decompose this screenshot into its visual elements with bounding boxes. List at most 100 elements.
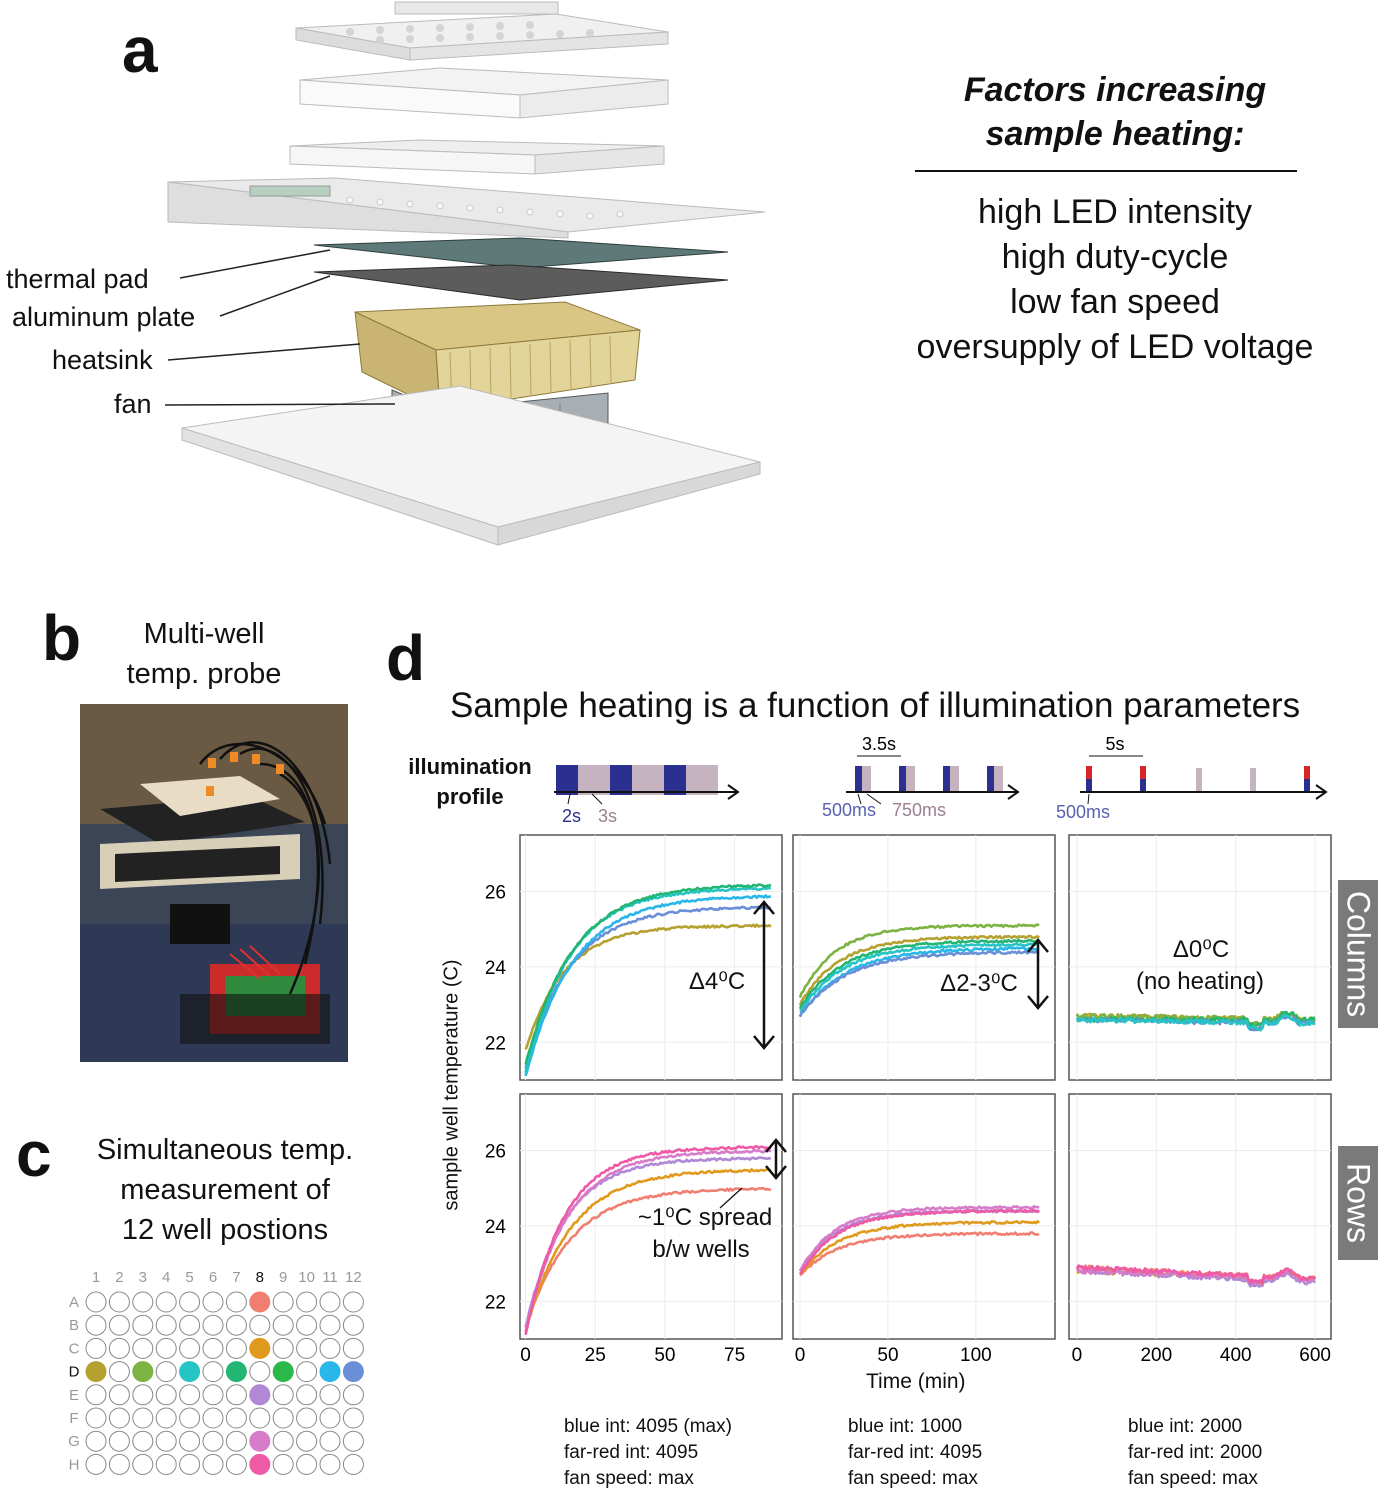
series-line xyxy=(524,1187,772,1328)
x-tick-label: 100 xyxy=(960,1345,992,1366)
series-line xyxy=(799,1220,1041,1276)
plate-well xyxy=(155,1337,177,1359)
plate-well xyxy=(225,1314,247,1336)
profile-label: illumination profile xyxy=(400,752,540,812)
plate-row-label: A xyxy=(69,1294,79,1311)
annotation-delta-2-3: Δ2-3⁰C xyxy=(940,970,1018,997)
param-line: fan speed: max xyxy=(564,1468,694,1489)
series-line xyxy=(524,894,772,1077)
pulse-blue xyxy=(1304,779,1310,792)
pulse-on xyxy=(855,766,862,792)
plate-well xyxy=(85,1430,107,1452)
plate-well-measured xyxy=(249,1291,271,1313)
plate-well xyxy=(225,1384,247,1406)
facet-strip-columns: Columns xyxy=(1338,880,1378,1028)
profile-1-label-off: 3s xyxy=(598,806,617,826)
plate-well xyxy=(202,1337,224,1359)
plate-well xyxy=(179,1337,201,1359)
plate-column-label: 6 xyxy=(209,1269,217,1286)
plate-well xyxy=(296,1453,318,1475)
series-line xyxy=(798,934,1041,1006)
profile-label-line1: illumination xyxy=(408,754,532,779)
annotation-spread: ~1⁰C spread xyxy=(637,1204,773,1231)
profile-label-line2: profile xyxy=(436,784,504,809)
plate-well xyxy=(342,1314,364,1336)
param-line: far-red int: 4095 xyxy=(564,1442,699,1463)
plate-well xyxy=(225,1291,247,1313)
param-line: blue int: 1000 xyxy=(848,1416,963,1437)
y-tick-label: 26 xyxy=(485,1142,506,1163)
plate-well xyxy=(225,1453,247,1475)
facet-strip-rows-label: Rows xyxy=(1340,1162,1377,1244)
plate-well xyxy=(155,1314,177,1336)
plate-well xyxy=(155,1453,177,1475)
params-profile-2: blue int: 1000 far-red int: 4095 fan spe… xyxy=(848,1414,982,1492)
plate-well xyxy=(108,1337,130,1359)
plate-well xyxy=(108,1453,130,1475)
plate-well xyxy=(85,1384,107,1406)
pulse-on xyxy=(943,766,950,792)
factor-item: oversupply of LED voltage xyxy=(916,328,1314,366)
plate-well xyxy=(155,1361,177,1383)
factor-item: low fan speed xyxy=(1010,283,1220,321)
plate-column-label: 2 xyxy=(115,1269,123,1286)
plate-well xyxy=(319,1453,341,1475)
chart-panel xyxy=(792,834,1056,1081)
series-line xyxy=(798,1205,1040,1272)
plate-well-measured xyxy=(272,1361,294,1383)
plate-well xyxy=(108,1430,130,1452)
plate-well xyxy=(342,1384,364,1406)
x-tick-label: 200 xyxy=(1140,1345,1172,1366)
plate-well xyxy=(319,1407,341,1429)
plate-well xyxy=(225,1407,247,1429)
plate-well xyxy=(85,1291,107,1313)
panel-letter-c: c xyxy=(16,1118,52,1190)
annotation-no-heating: (no heating) xyxy=(1135,968,1265,995)
plate-well xyxy=(272,1407,294,1429)
x-tick-label: 600 xyxy=(1299,1345,1331,1366)
plate-row-label: F xyxy=(69,1410,78,1427)
series-line xyxy=(1075,1014,1316,1032)
plate-well xyxy=(132,1291,154,1313)
plate-column-label: 10 xyxy=(298,1269,315,1286)
plate-well xyxy=(179,1384,201,1406)
pulse-farred xyxy=(1140,766,1146,779)
series-line xyxy=(798,950,1040,1018)
temp-probe-photo xyxy=(80,704,348,1062)
plate-well xyxy=(296,1430,318,1452)
plate-well-measured xyxy=(85,1361,107,1383)
plate-row-label: D xyxy=(69,1364,80,1381)
pulse-off xyxy=(1250,768,1256,792)
plate-well xyxy=(272,1291,294,1313)
pulse-off xyxy=(578,765,610,795)
leader xyxy=(866,793,882,805)
plate-well xyxy=(319,1314,341,1336)
series-line xyxy=(799,942,1040,1013)
series-line xyxy=(524,1167,771,1332)
pulse-off xyxy=(686,765,718,795)
plate-well xyxy=(296,1337,318,1359)
profile-3-period: 5s xyxy=(1105,734,1124,754)
plate-well xyxy=(249,1314,271,1336)
factor-item: high LED intensity xyxy=(977,193,1253,231)
plate-row-label: G xyxy=(68,1433,80,1450)
plate-row-label: C xyxy=(69,1340,80,1357)
plate-well xyxy=(296,1384,318,1406)
series-line xyxy=(1076,1268,1317,1286)
pulse-on xyxy=(987,766,994,792)
facet-strip-columns-label: Columns xyxy=(1340,890,1377,1018)
profile-arrow xyxy=(1007,784,1020,800)
plate-well xyxy=(202,1384,224,1406)
plate-well xyxy=(155,1384,177,1406)
profile-arrow xyxy=(727,784,740,800)
y-tick-label: 26 xyxy=(485,883,506,904)
x-tick-label: 25 xyxy=(585,1345,606,1366)
x-tick-label: 0 xyxy=(520,1345,531,1366)
factors-title-line1: Factors increasing xyxy=(963,71,1267,109)
x-tick-label: 50 xyxy=(654,1345,675,1366)
param-line: blue int: 2000 xyxy=(1128,1416,1243,1437)
plate-well xyxy=(225,1430,247,1452)
plate-column-label: 4 xyxy=(162,1269,170,1286)
